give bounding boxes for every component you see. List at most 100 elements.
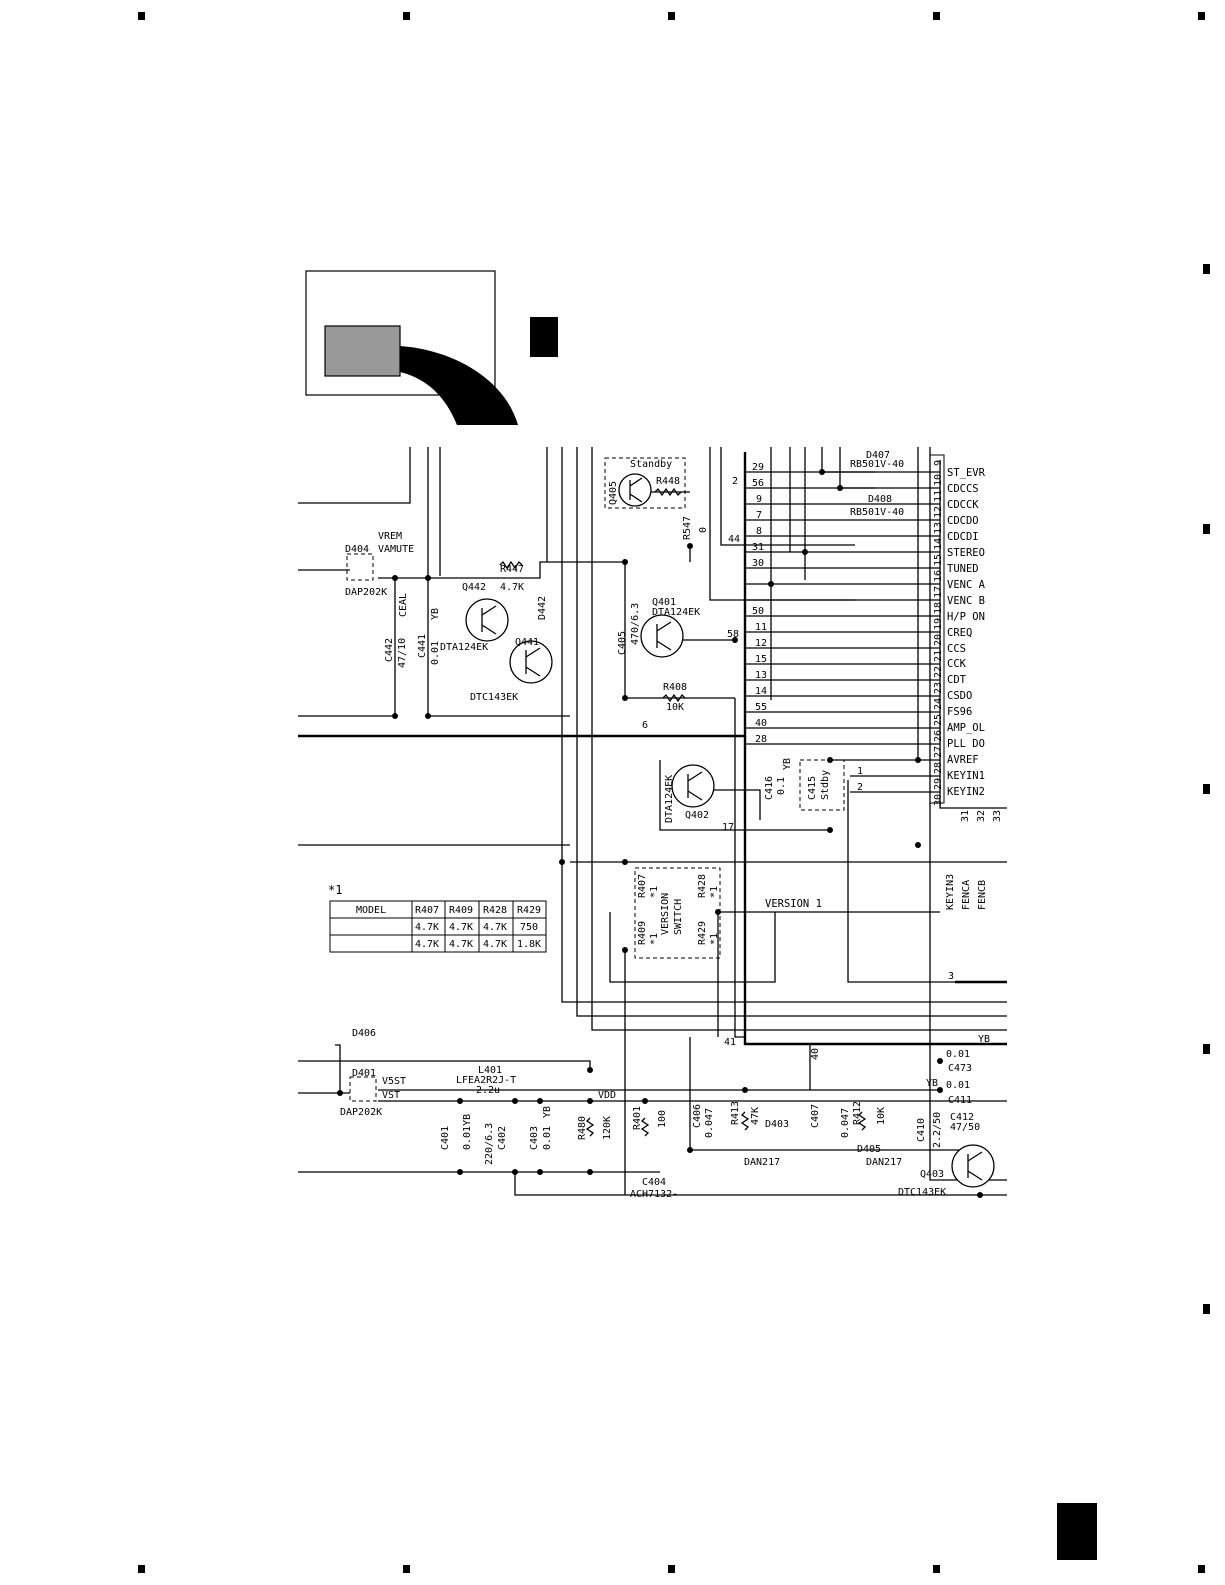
bus-1: 1 [857, 766, 863, 777]
bus-55: 55 [755, 702, 767, 713]
label-r412: R412 [852, 1101, 863, 1125]
label-d404: D404 [345, 544, 369, 555]
component-labels: Standby Q405 R448 R547 0 D407 RB501V-40 … [340, 450, 990, 1200]
label-c407: C407 [810, 1104, 821, 1128]
bus-6: 6 [642, 720, 648, 731]
transistor-q402 [671, 764, 715, 808]
label-q442: Q442 [462, 582, 486, 593]
label-c403: C403 [529, 1126, 540, 1150]
label-c416: C416 [764, 776, 775, 800]
signal-cdcdi: CDCDI [947, 531, 979, 543]
label-c405: C405 [617, 631, 628, 655]
label-c402-value: 220/6.3 [484, 1123, 495, 1165]
registration-marks [138, 12, 1210, 1573]
label-d405: D405 [857, 1144, 881, 1155]
connector-box [929, 454, 945, 804]
label-version-1: VERSION 1 [765, 898, 822, 910]
label-fenca: FENCA [961, 880, 972, 910]
label-c441-yb: YB [430, 608, 441, 620]
label-r447: R447 [500, 564, 524, 575]
pin-26: 26 [933, 730, 944, 742]
label-q441-part: DTC143EK [470, 692, 518, 703]
pin-20: 20 [933, 634, 944, 646]
label-d407: D407 [866, 450, 890, 461]
label-r480-value: 120K [602, 1116, 613, 1140]
pin-14: 14 [933, 538, 944, 550]
label-r408-value: 10K [666, 702, 684, 713]
bus-wire-numbers: 29 56 9 7 8 31 30 50 11 58 12 15 13 14 5… [642, 462, 954, 1060]
bus-2b: 2 [857, 782, 863, 793]
label-r401: R401 [632, 1106, 643, 1130]
signal-lines [745, 460, 1007, 809]
bus-2: 2 [732, 476, 738, 487]
label-c403-value: 0.01 [542, 1126, 553, 1150]
page-tab-marker [1057, 1503, 1097, 1560]
label-c473: C473 [948, 1063, 972, 1074]
bus-44: 44 [728, 534, 740, 545]
label-c404: C404 [642, 1177, 666, 1188]
label-c441: C441 [417, 634, 428, 658]
table-header-r407: R407 [415, 905, 439, 916]
label-c407-value: 0.047 [840, 1108, 851, 1138]
label-c410-value: 2.2/50 [932, 1112, 943, 1148]
table-cell: 4.7K [483, 922, 507, 933]
label-version: VERSION [660, 893, 671, 935]
label-r412-value: 10K [876, 1107, 887, 1125]
label-vst: VST [382, 1090, 400, 1101]
label-c473-value: 0.01 [946, 1049, 970, 1060]
signal-venc-b: VENC B [947, 595, 985, 607]
label-c442: C442 [384, 638, 395, 662]
signal-amp-ol: AMP_OL [947, 722, 985, 734]
label-q401: Q401 [652, 597, 676, 608]
label-r447-value: 4.7K [500, 582, 524, 593]
bus-31: 31 [752, 542, 764, 553]
label-c411-value: 0.01 [946, 1080, 970, 1091]
pin-31: 31 [960, 810, 971, 822]
label-c403-yb: YB [542, 1106, 553, 1118]
junction-dots [337, 469, 983, 1198]
transistor-q403 [951, 1144, 995, 1188]
label-yb-a: YB [978, 1034, 990, 1045]
table-header-model: MODEL [356, 905, 386, 916]
signal-tuned: TUNED [947, 563, 979, 575]
pin-33: 33 [992, 810, 1003, 822]
label-c402: C402 [497, 1126, 508, 1150]
bus-40b: 40 [810, 1048, 821, 1060]
label-c412: C412 [950, 1112, 974, 1123]
label-r401-value: 100 [657, 1110, 668, 1128]
pin-27: 27 [933, 746, 944, 758]
label-l401-part: LFEA2R2J-T [456, 1075, 516, 1086]
table-cell: 4.7K [415, 922, 439, 933]
label-r407: R407 [637, 874, 648, 898]
signal-keyin1: KEYIN1 [947, 770, 985, 782]
harness-verticals [298, 447, 1007, 1181]
label-q403: Q403 [920, 1169, 944, 1180]
label-r413: R413 [730, 1101, 741, 1125]
connector-pin-numbers: 9 10 11 12 13 14 15 16 17 18 19 20 21 22… [933, 460, 1003, 822]
pin-28: 28 [933, 762, 944, 774]
table-cell: 750 [520, 922, 538, 933]
label-c415: C415 [807, 776, 818, 800]
bus-40: 40 [755, 718, 767, 729]
label-c416-yb: YB [782, 758, 793, 770]
table-cell: 1.8K [517, 939, 541, 950]
location-inset [305, 270, 558, 425]
label-q442-part: DTA124EK [440, 642, 488, 653]
transistor-q401 [640, 614, 684, 658]
label-d407-part: RB501V-40 [850, 459, 904, 470]
signal-venc-a: VENC A [947, 579, 986, 591]
label-r448: R448 [656, 476, 680, 487]
table-header-r429: R429 [517, 905, 541, 916]
pin-30: 30 [933, 794, 944, 806]
signal-creq: CREQ [947, 627, 972, 639]
pin-19: 19 [933, 618, 944, 630]
dashed-outlines [346, 457, 845, 1102]
label-v5st: V5ST [382, 1076, 406, 1087]
bus-15: 15 [755, 654, 767, 665]
label-r429: R429 [697, 921, 708, 945]
label-switch: SWITCH [673, 899, 684, 935]
label-d403: D403 [765, 1119, 789, 1130]
label-stdby: Stdby [820, 770, 831, 800]
pin-25: 25 [933, 714, 944, 726]
label-d404-part: DAP202K [345, 587, 387, 598]
